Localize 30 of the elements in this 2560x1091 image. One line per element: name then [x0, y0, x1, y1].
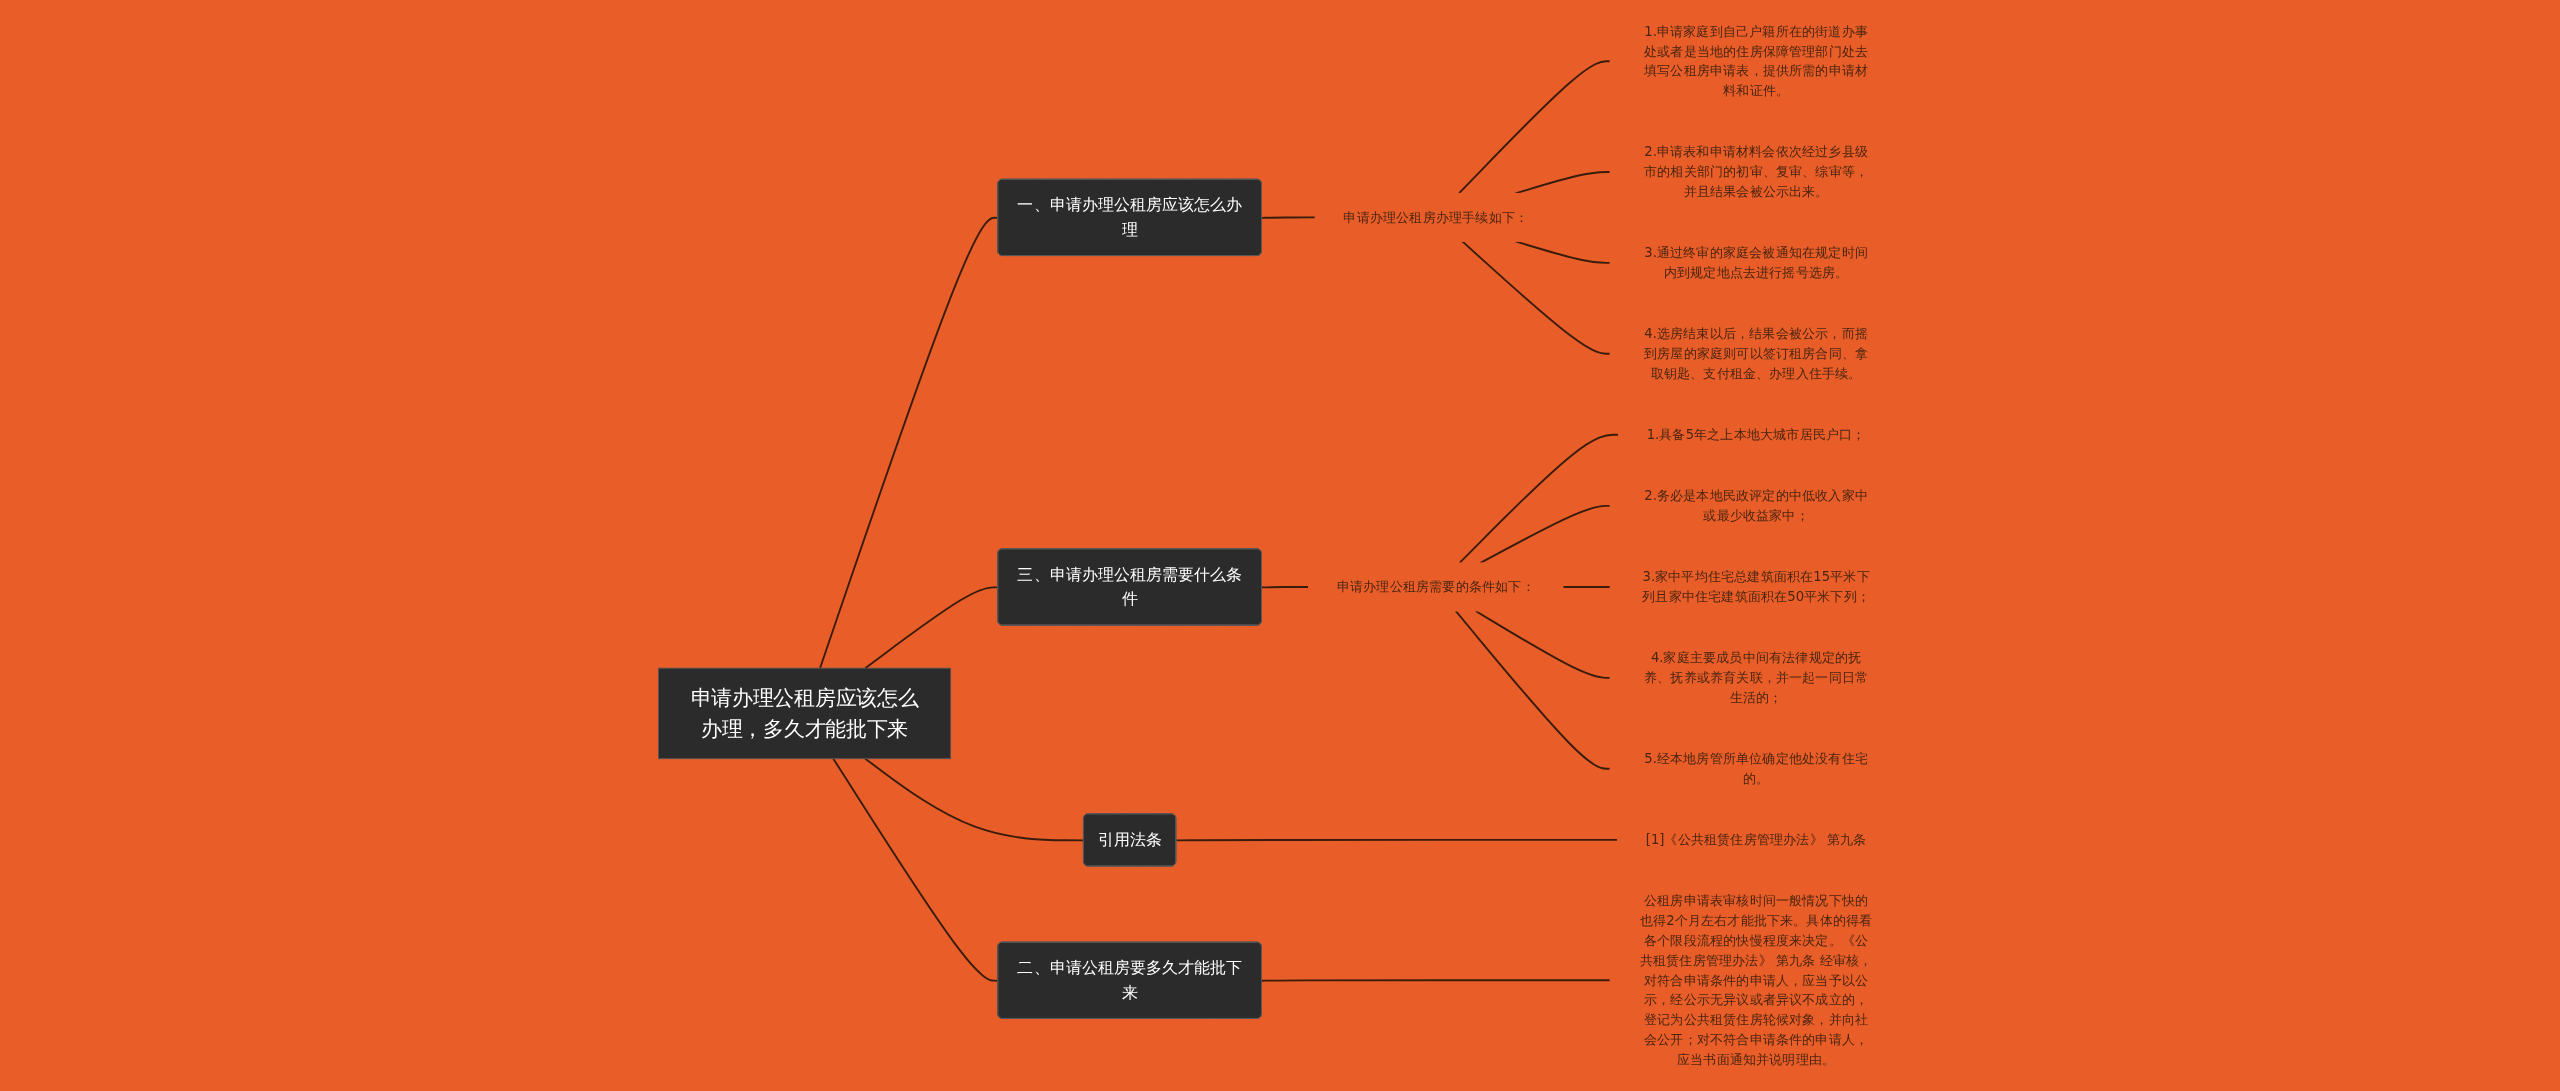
connector [1561, 586, 1611, 588]
connector [1474, 610, 1611, 679]
node-text: 1.申请家庭到自己户籍所在的街道办事处或者是当地的住房保障管理部门处去填写公租房申请表，提供所需的申请材料和证件。 [1643, 23, 1868, 98]
connector [1514, 171, 1611, 195]
connector [863, 757, 1085, 842]
connector [1479, 505, 1611, 564]
node-text: 申请办理公租房需要的条件如下： [1336, 578, 1535, 595]
connector [1454, 610, 1611, 770]
node-text: 3.家中平均住宅总建筑面积在15平米下列且家中住宅建筑面积在50平米下列； [1641, 569, 1870, 604]
connector [818, 216, 999, 670]
connector [1260, 979, 1611, 982]
node-text: 公租房申请表审核时间一般情况下快的也得2个月左右才能批下来。具体的得看各个限段流程的快慢程度来决定。《公共租赁住房管理办法》 第九条 经审核，对符合申请条件的申请人，应当予以公示，经公示无异议或者异议不成立的，登记为公共租赁住房轮候对象，并向社会公开；对不符合申请条件的申请人，应当书面通知并说明理由。 [1639, 893, 1873, 1067]
node-text: [1]《公共租赁住房管理办法》 第九条 [1645, 831, 1867, 847]
node-text: 1.具备5年之上本地大城市居民户口； [1646, 426, 1866, 442]
connector [1461, 240, 1611, 355]
node-text: 4.家庭主要成员中间有法律规定的抚养、抚养或养育关联，并一起一同日常生活的； [1643, 650, 1868, 705]
connector [1260, 216, 1316, 219]
connector [863, 586, 999, 670]
node-text: 2.申请表和申请材料会依次经过乡县级市的相关部门的初审、复审、综审等，并且结果会被公示出来。 [1643, 144, 1868, 199]
node-text: 3.通过终审的家庭会被通知在规定时间内到规定地点去进行摇号选房。 [1643, 244, 1868, 280]
node-text: 5.经本地房管所单位确定他处没有住宅的。 [1643, 750, 1868, 786]
node-text: 4.选房结束以后，结果会被公示，而摇到房屋的家庭则可以签订租房合同、拿取钥匙、支付租金、办理入住手续。 [1643, 325, 1868, 381]
connector [1260, 586, 1310, 589]
node-text: 申请办理公租房办理手续如下： [1343, 209, 1528, 225]
connector [1457, 60, 1611, 195]
node-text: 2.务必是本地民政评定的中低收入家中或最少收益家中； [1643, 488, 1868, 523]
connector [832, 757, 999, 982]
connector [1174, 838, 1619, 842]
node-box [657, 667, 951, 760]
connector [1458, 433, 1620, 564]
